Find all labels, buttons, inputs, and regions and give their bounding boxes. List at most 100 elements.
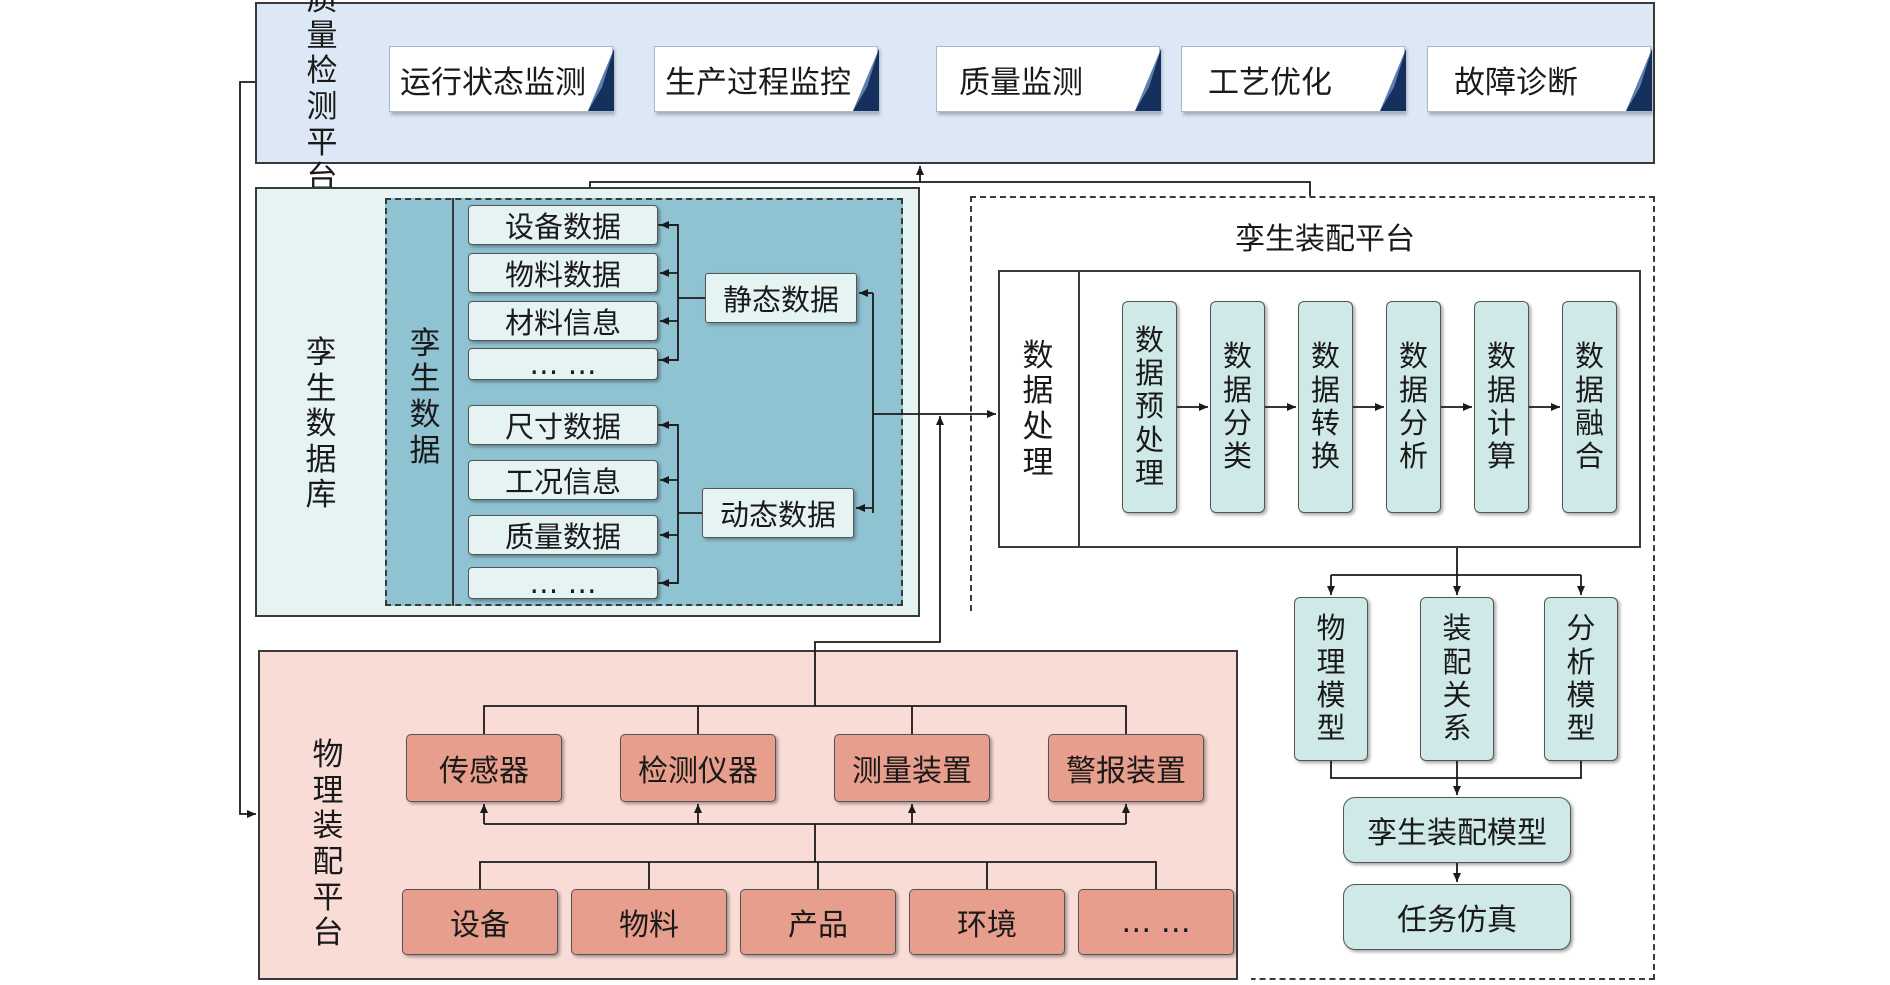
model-physical: 物 理 模 型 xyxy=(1294,597,1368,761)
step-char: 据 xyxy=(1222,372,1252,407)
step-char: 据 xyxy=(1486,372,1516,407)
step-char: 转 xyxy=(1310,406,1340,440)
function-label: 生产过程监控 xyxy=(665,64,851,101)
model-char: 型 xyxy=(1316,711,1346,746)
model-char: 析 xyxy=(1566,644,1596,679)
twin-to-quality-connector xyxy=(920,181,1311,196)
device-inspection-instrument: 检测仪器 xyxy=(620,734,776,802)
device-sensor: 传感器 xyxy=(406,734,562,802)
function-process-optimization: 工艺优化 xyxy=(1181,46,1406,112)
step-fusion: 数 据 融 合 xyxy=(1562,301,1617,513)
quality-title-char: 平 xyxy=(306,124,338,161)
dynamic-item-ellipsis: … … xyxy=(468,566,658,600)
step-char: 计 xyxy=(1486,406,1516,440)
function-quality-monitoring: 质量监测 xyxy=(936,46,1161,112)
pp-title-char: 理 xyxy=(312,772,344,809)
step-char: 据 xyxy=(1310,372,1340,407)
static-item-equipment: 设备数据 xyxy=(468,205,658,245)
resource-material: 物料 xyxy=(571,889,727,955)
step-char: 据 xyxy=(1134,355,1164,390)
function-running-state-monitoring: 运行状态监测 xyxy=(389,46,614,112)
model-char: 理 xyxy=(1316,644,1346,679)
step-char: 析 xyxy=(1398,439,1428,474)
dynamic-item-quality: 质量数据 xyxy=(468,515,658,555)
step-char: 合 xyxy=(1574,439,1604,474)
function-label: 运行状态监测 xyxy=(400,64,586,101)
model-char: 系 xyxy=(1442,711,1472,746)
blue-triangle-icon xyxy=(1626,49,1652,111)
resource-product: 产品 xyxy=(740,889,896,955)
step-char: 据 xyxy=(1574,372,1604,407)
twin-database-title: 孪 生 数 据 库 xyxy=(295,325,347,525)
proc-title-char: 据 xyxy=(1022,373,1054,410)
feedback-connector xyxy=(239,81,256,818)
data-processing-title: 数 据 处 理 xyxy=(1008,320,1068,500)
model-char: 模 xyxy=(1566,678,1596,712)
function-fault-diagnosis: 故障诊断 xyxy=(1427,46,1652,112)
model-analysis: 分 析 模 型 xyxy=(1544,597,1618,761)
blue-triangle-icon xyxy=(1380,49,1406,111)
dynamic-item-working-condition: 工况信息 xyxy=(468,460,658,500)
blue-triangle-icon xyxy=(853,49,879,111)
static-item-material-info: 材料信息 xyxy=(468,301,658,341)
model-char: 模 xyxy=(1316,678,1346,712)
resource-environment: 环境 xyxy=(909,889,1065,955)
pp-title-char: 物 xyxy=(312,737,344,774)
quality-platform-title: 质 量 检 测 平 台 xyxy=(282,0,362,196)
step-char: 处 xyxy=(1134,422,1164,457)
dynamic-item-dimension: 尺寸数据 xyxy=(468,405,658,445)
step-char: 预 xyxy=(1134,389,1164,424)
step-char: 据 xyxy=(1398,372,1428,407)
model-char: 关 xyxy=(1442,678,1472,712)
step-conversion: 数 据 转 换 xyxy=(1298,301,1353,513)
twin-data-divider xyxy=(452,198,454,606)
quality-title-char: 量 xyxy=(306,17,338,54)
step-char: 分 xyxy=(1222,406,1252,440)
blue-triangle-icon xyxy=(1135,49,1161,111)
blue-triangle-icon xyxy=(588,49,614,111)
resource-equipment: 设备 xyxy=(402,889,558,955)
step-char: 数 xyxy=(1398,339,1428,374)
static-data-node: 静态数据 xyxy=(705,273,857,323)
static-item-ellipsis: … … xyxy=(468,347,658,381)
db-title-char: 库 xyxy=(305,477,337,514)
model-char: 物 xyxy=(1316,611,1346,646)
quality-title-char: 质 xyxy=(306,0,338,19)
function-production-process-monitoring: 生产过程监控 xyxy=(654,46,879,112)
proc-title-char: 处 xyxy=(1022,409,1054,445)
model-char: 配 xyxy=(1442,644,1472,679)
step-char: 数 xyxy=(1134,322,1164,357)
twin-data-label: 孪 生 数 据 xyxy=(400,318,450,478)
db-title-char: 孪 xyxy=(305,334,337,371)
resource-ellipsis: … … xyxy=(1078,889,1234,955)
twin-assembly-platform-boundary xyxy=(970,196,1655,980)
step-char: 算 xyxy=(1486,439,1516,474)
step-char: 数 xyxy=(1486,339,1516,374)
step-char: 数 xyxy=(1222,339,1252,374)
step-classification: 数 据 分 类 xyxy=(1210,301,1265,513)
model-assembly-relation: 装 配 关 系 xyxy=(1420,597,1494,761)
model-char: 装 xyxy=(1442,611,1472,646)
step-char: 类 xyxy=(1222,439,1252,474)
proc-title-char: 数 xyxy=(1022,337,1054,374)
model-char: 分 xyxy=(1566,611,1596,646)
quality-title-char: 测 xyxy=(306,89,338,125)
db-title-char: 数 xyxy=(305,406,337,443)
db-title-char: 据 xyxy=(305,441,337,478)
data-processing-divider xyxy=(1078,270,1080,548)
pp-title-char: 平 xyxy=(312,879,344,916)
step-char: 数 xyxy=(1574,339,1604,374)
step-char: 分 xyxy=(1398,406,1428,440)
pp-title-char: 台 xyxy=(312,915,344,952)
db-sub-char: 数 xyxy=(409,397,441,433)
quality-title-char: 检 xyxy=(306,53,338,90)
device-alarm: 警报装置 xyxy=(1048,734,1204,802)
db-sub-char: 据 xyxy=(409,432,441,469)
pp-title-char: 配 xyxy=(312,844,344,880)
device-measuring-apparatus: 测量装置 xyxy=(834,734,990,802)
physical-assembly-platform-title: 物 理 装 配 平 台 xyxy=(302,727,354,963)
db-to-quality-connector xyxy=(589,166,924,187)
function-label: 质量监测 xyxy=(959,64,1083,101)
db-sub-char: 孪 xyxy=(409,325,441,362)
